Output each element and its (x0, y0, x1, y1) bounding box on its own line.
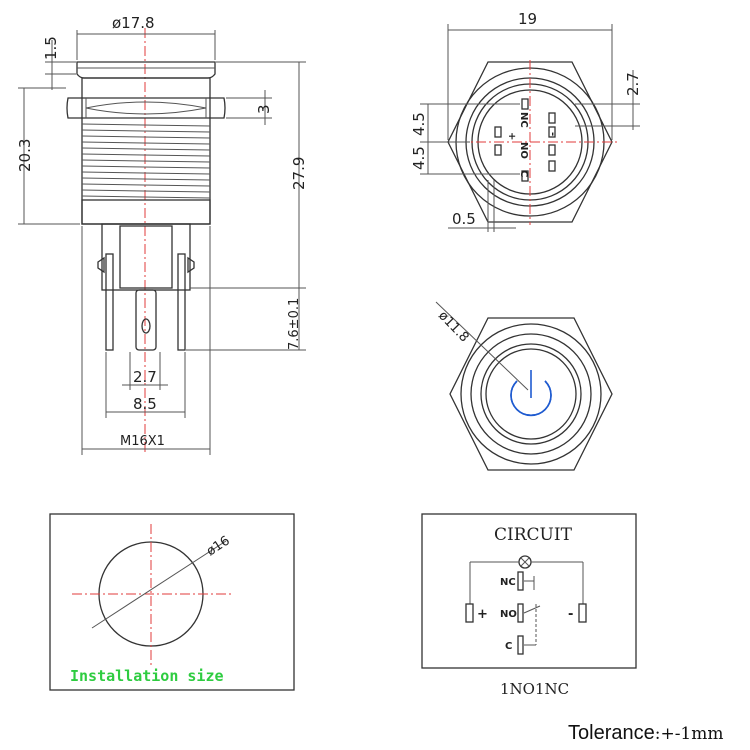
total-length-dim: 27.9 (290, 157, 308, 190)
pin-spacing-dim: 2.7 (133, 368, 157, 386)
tolerance-value: :+-1mm (654, 724, 724, 744)
pin-center (135, 289, 157, 351)
power-symbol-icon (510, 370, 552, 417)
terminal-label-plus: + (506, 132, 517, 140)
minus-terminal (578, 603, 587, 623)
no-contact (517, 603, 524, 623)
circuit-label-no: NO (500, 609, 517, 620)
row-spacing-bottom-dim: 4.5 (410, 146, 428, 170)
circuit-panel: CIRCUIT + - NC NO C 1NO1NC (421, 513, 637, 698)
thread-line (81, 159, 211, 163)
thread-line (81, 177, 211, 181)
pin-span-dim: 8.5 (133, 395, 157, 413)
body-length-dim: 20.3 (16, 139, 34, 172)
threaded-body (81, 77, 211, 225)
terminal-pins (494, 98, 556, 182)
head-height-dim: 1.5 (42, 36, 60, 60)
thread-line (81, 165, 211, 169)
ring-diameter-dim: ø11.8 (435, 308, 471, 345)
terminal-pin (494, 144, 502, 156)
thread-line (81, 195, 211, 199)
terminal-label-c: C (518, 170, 529, 177)
back-view: NC NO C + - 19 2.7 4.5 4.5 0.5 (410, 10, 642, 232)
thread-line (81, 147, 211, 151)
front-hex-outline (449, 317, 613, 471)
switch-head (76, 61, 216, 79)
thread-line (81, 129, 211, 133)
plus-terminal (465, 603, 474, 623)
nc-contact (517, 571, 524, 591)
installation-panel: ø16 Installation size (49, 513, 295, 691)
tolerance-label: Tolerance (568, 722, 655, 744)
front-view: ø11.8 (435, 301, 613, 471)
thread-lines (81, 123, 211, 199)
circuit-frame (421, 513, 637, 669)
pin-length-dim: 7.6±0.1 (287, 298, 302, 350)
circuit-label-c: C (505, 641, 512, 652)
nut-thickness-dim: 3 (255, 104, 273, 114)
circuit-label-minus: - (568, 607, 573, 622)
thread-line (81, 171, 211, 175)
terminal-pin (548, 144, 556, 156)
terminal-pin (548, 112, 556, 124)
thread-line (81, 153, 211, 157)
thread-line (81, 123, 211, 127)
pin-width-dim: 0.5 (452, 210, 476, 228)
hex-width-dim: 19 (518, 10, 537, 28)
circuit-label-plus: + (477, 607, 488, 622)
circuit-label-nc: NC (500, 577, 516, 588)
terminal-pin (494, 126, 502, 138)
thread-line (81, 141, 211, 145)
pin-left (105, 253, 114, 351)
thread-spec-dim: M16X1 (120, 434, 165, 449)
thread-line (81, 183, 211, 187)
tolerance-note: Tolerance:+-1mm (568, 722, 724, 745)
terminal-label-nc: NC (518, 112, 529, 128)
installation-label: Installation size (70, 667, 224, 685)
circuit-title: CIRCUIT (494, 525, 573, 545)
terminal-pin (548, 126, 556, 138)
hex-nut (66, 97, 226, 119)
terminal-pin (521, 98, 529, 110)
thread-line (81, 135, 211, 139)
pin-right (177, 253, 186, 351)
terminal-pin (548, 160, 556, 172)
terminal-pin (521, 170, 529, 182)
circuit-caption: 1NO1NC (500, 680, 569, 698)
row-spacing-top-dim: 4.5 (410, 112, 428, 136)
head-diameter-dim: ø17.8 (112, 14, 155, 32)
terminal-label-no: NO (518, 142, 529, 159)
thread-line (81, 189, 211, 193)
hole-diameter-dim: ø16 (204, 533, 233, 559)
terminal-label-minus: - (547, 132, 558, 136)
installation-frame (49, 513, 295, 691)
body-base (81, 199, 211, 225)
terminal-offset-dim: 2.7 (624, 72, 642, 96)
side-view: ø17.8 1.5 20.3 3 27.9 7.6±0.1 2.7 (16, 14, 308, 455)
c-contact (517, 635, 524, 655)
contact-block (101, 223, 191, 291)
